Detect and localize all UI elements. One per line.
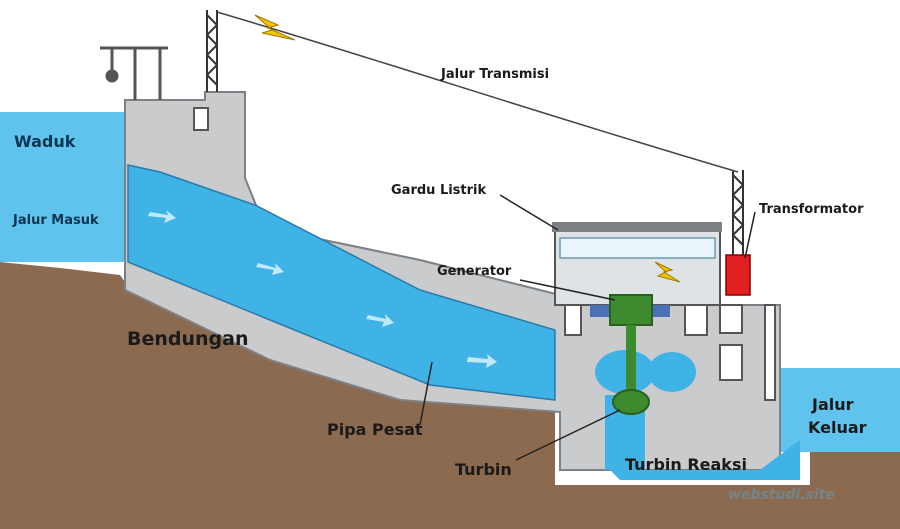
label-jalur-transmisi: Jalur Transmisi (441, 67, 550, 82)
label-bendungan: Bendungan (127, 328, 249, 350)
label-generator: Generator (437, 264, 512, 279)
switchyard-window (559, 237, 716, 259)
tower-right (731, 170, 745, 255)
label-jalur-keluar-line2: Keluar (808, 418, 867, 437)
label-jalur-masuk: Jalur Masuk (13, 213, 99, 228)
generator-body (609, 294, 653, 326)
crane (100, 46, 168, 100)
spiral-case-water (595, 350, 655, 394)
tower-left (205, 10, 219, 92)
turbine-runner (612, 389, 650, 415)
label-jalur-keluar-line1: Jalur (812, 395, 854, 414)
flow-arrows (148, 210, 497, 368)
lightning-bolt-icon-small (654, 261, 681, 283)
spiral-case-water-right (648, 352, 696, 392)
powerhouse-windows (564, 304, 776, 401)
label-waduk: Waduk (14, 132, 76, 151)
label-gardu-listrik: Gardu Listrik (391, 183, 487, 198)
leader-lines (419, 194, 756, 461)
switchyard-roof (552, 222, 722, 232)
penstock-pipe (127, 164, 556, 401)
turbine-shaft (626, 325, 636, 400)
watermark: webstudi.site (728, 487, 835, 503)
transmission-line (216, 11, 739, 173)
ground (0, 262, 555, 529)
transformer (725, 254, 751, 296)
label-transformator: Transformator (759, 202, 864, 217)
label-turbin: Turbin (455, 460, 512, 479)
ground-right (555, 410, 900, 529)
outlet-water (780, 368, 900, 452)
label-turbin-reaksi: Turbin Reaksi (625, 455, 747, 474)
control-window (193, 107, 209, 131)
lightning-bolt-icon (254, 14, 296, 41)
label-pipa-pesat: Pipa Pesat (327, 420, 423, 439)
reservoir-water (0, 112, 128, 262)
